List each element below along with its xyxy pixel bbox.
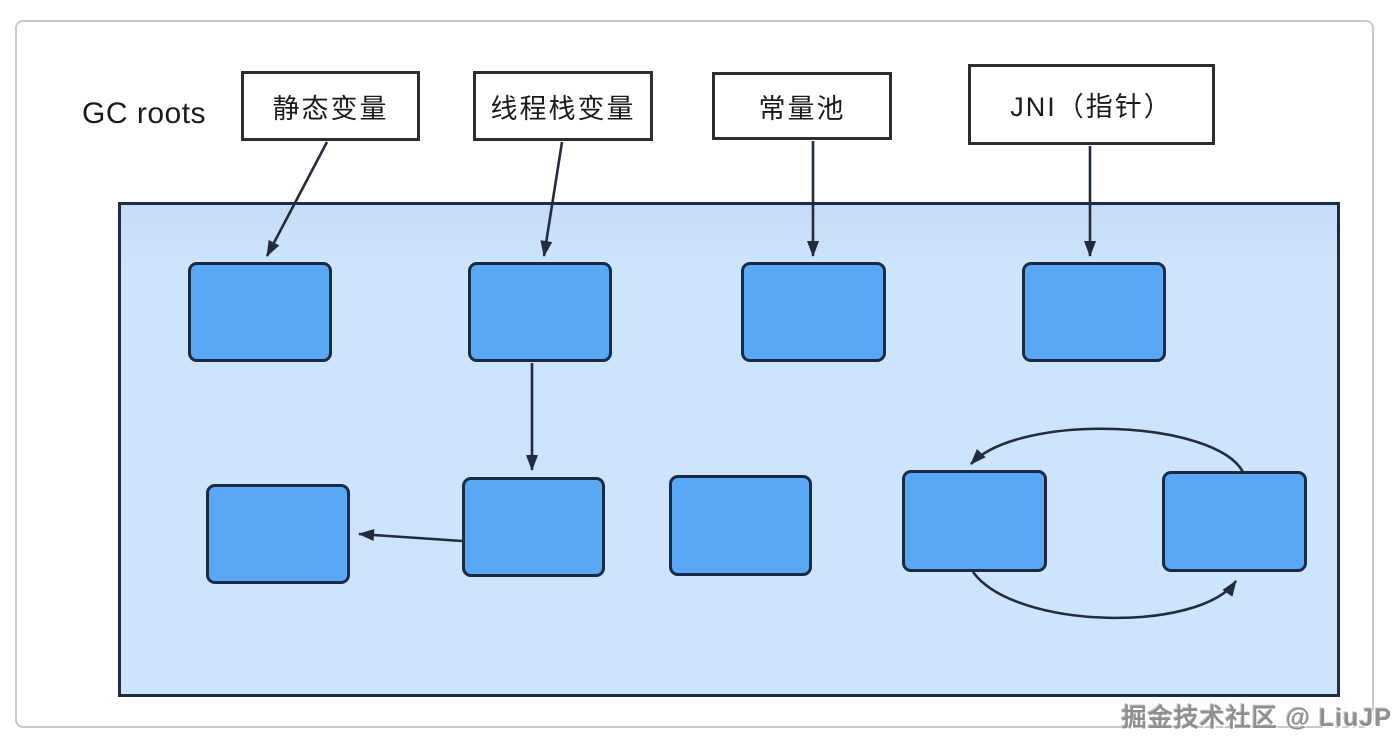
heap-object-8 — [902, 470, 1047, 572]
heap-object-3 — [741, 262, 886, 362]
root-box-constant-pool: 常量池 — [712, 72, 892, 140]
root-box-label: 静态变量 — [272, 93, 389, 124]
heap-object-7 — [669, 475, 812, 576]
heap-object-6 — [462, 477, 605, 577]
root-box-jni-pointer: JNI（指针） — [968, 64, 1215, 145]
heap-object-5 — [206, 484, 350, 584]
root-box-thread-stack-variable: 线程栈变量 — [473, 71, 653, 141]
image-frame-border — [15, 20, 1374, 728]
gc-roots-title: GC roots — [82, 97, 207, 130]
root-box-static-variable: 静态变量 — [241, 71, 420, 141]
root-box-label: 线程栈变量 — [490, 93, 636, 124]
watermark: 掘金技术社区 @ LiuJP — [1121, 704, 1392, 732]
heap-object-9 — [1162, 471, 1307, 572]
root-box-label: JNI（指针） — [1010, 92, 1173, 122]
heap-object-1 — [188, 262, 332, 362]
heap-object-4 — [1022, 262, 1166, 362]
root-box-label: 常量池 — [758, 93, 846, 124]
heap-object-2 — [468, 262, 612, 362]
